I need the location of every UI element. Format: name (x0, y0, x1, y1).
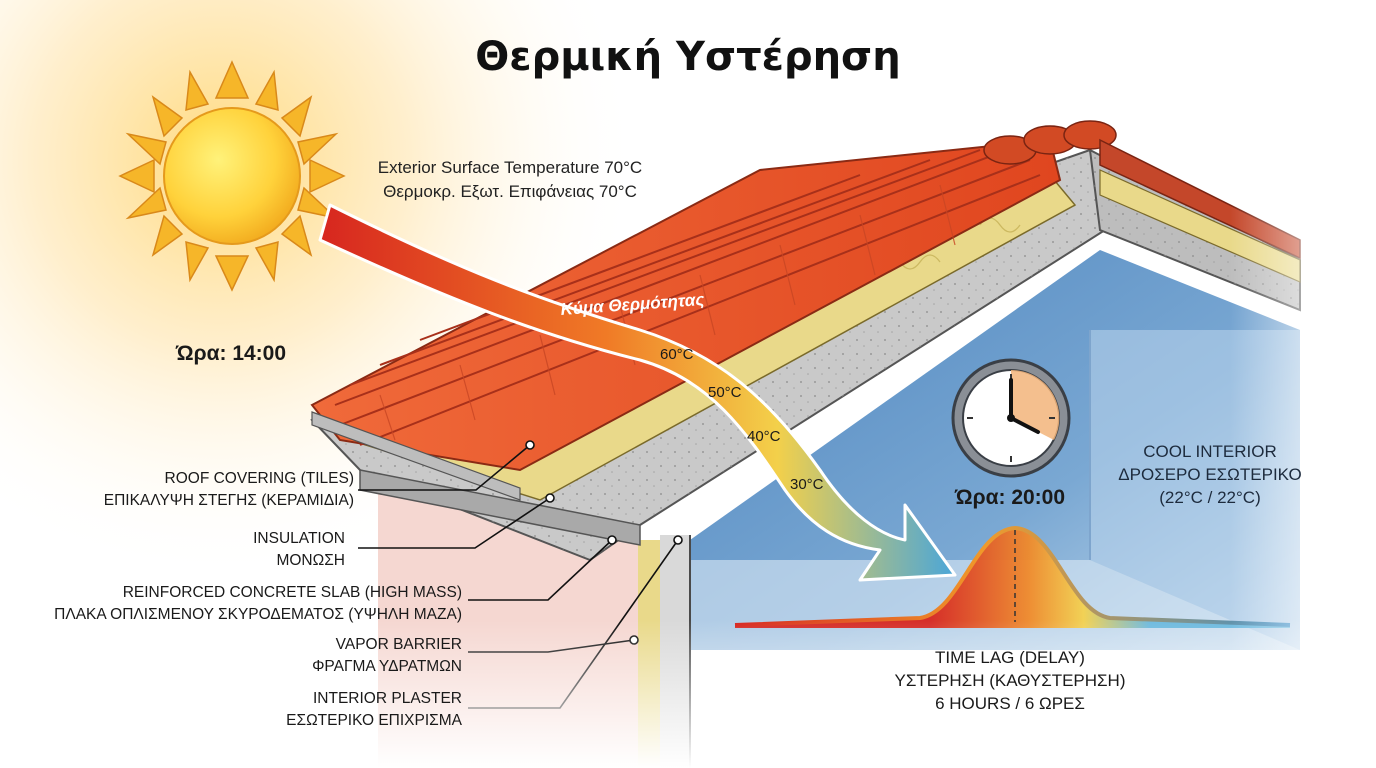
exterior-temperature-en: Exterior Surface Temperature 70°C (377, 158, 643, 177)
layer-label-gr: ΜΟΝΩΣΗ (276, 552, 345, 569)
layer-label-gr: ΕΣΩΤΕΡΙΚΟ ΕΠΙΧΡΙΣΜΑ (286, 712, 462, 729)
clock-icon (951, 358, 1071, 478)
layer-label-en: REINFORCED CONCRETE SLAB (HIGH MASS) (122, 584, 462, 601)
time-night-label: Ώρα: 20:00 (955, 486, 1066, 509)
page-title: Θερμική Υστέρηση (475, 34, 901, 80)
layer-label-gr: ΦΡΑΓΜΑ ΥΔΡΑΤΜΩΝ (312, 658, 462, 675)
layer-label-en: VAPOR BARRIER (335, 636, 462, 653)
layer-label-gr: ΠΛΑΚΑ ΟΠΛΙΣΜΕΝΟΥ ΣΚΥΡΟΔΕΜΑΤΟΣ (ΥΨΗΛΗ ΜΑΖ… (54, 606, 462, 623)
cool-interior-en: COOL INTERIOR (1143, 442, 1277, 461)
layer-label-insulation: INSULATION ΜΟΝΩΣΗ (253, 528, 345, 572)
cool-interior-label: COOL INTERIOR ΔΡΟΣΕΡΟ ΕΣΩΤΕΡΙΚΟ (22°C / … (1110, 440, 1310, 509)
time-lag-curve (734, 525, 1291, 628)
layer-label-en: INTERIOR PLASTER (313, 690, 462, 707)
wave-temp-30: 30°C (790, 476, 824, 493)
heat-wave-arrow (318, 203, 957, 582)
time-lag-en: TIME LAG (DELAY) (935, 648, 1085, 667)
exterior-temperature-label: Exterior Surface Temperature 70°C Θερμοκ… (330, 156, 690, 204)
cool-interior-temps: (22°C / 22°C) (1159, 488, 1261, 507)
time-day-label: Ώρα: 14:00 (176, 342, 287, 365)
wave-temp-50: 50°C (708, 384, 742, 401)
cool-interior-gr: ΔΡΟΣΕΡΟ ΕΣΩΤΕΡΙΚΟ (1118, 465, 1302, 484)
layer-label-roof-covering: ROOF COVERING (TILES) ΕΠΙΚΑΛΥΨΗ ΣΤΕΓΗΣ (… (104, 468, 354, 512)
layer-label-concrete-slab: REINFORCED CONCRETE SLAB (HIGH MASS) ΠΛΑ… (54, 582, 462, 626)
layer-label-vapor-barrier: VAPOR BARRIER ΦΡΑΓΜΑ ΥΔΡΑΤΜΩΝ (312, 634, 462, 678)
wave-temp-60: 60°C (660, 346, 694, 363)
time-lag-hours: 6 HOURS / 6 ΩΡΕΣ (935, 694, 1085, 713)
layer-label-en: ROOF COVERING (TILES) (164, 470, 354, 487)
wave-temp-40: 40°C (747, 428, 781, 445)
sun-icon (118, 60, 346, 292)
time-lag-label: TIME LAG (DELAY) ΥΣΤΕΡΗΣΗ (ΚΑΘΥΣΤΕΡΗΣΗ) … (870, 646, 1150, 715)
exterior-temperature-gr: Θερμοκρ. Εξωτ. Επιφάνειας 70°C (383, 182, 637, 201)
time-lag-gr: ΥΣΤΕΡΗΣΗ (ΚΑΘΥΣΤΕΡΗΣΗ) (894, 671, 1126, 690)
layer-label-en: INSULATION (253, 530, 345, 547)
layer-label-gr: ΕΠΙΚΑΛΥΨΗ ΣΤΕΓΗΣ (ΚΕΡΑΜΙΔΙΑ) (103, 492, 354, 509)
layer-label-interior-plaster: INTERIOR PLASTER ΕΣΩΤΕΡΙΚΟ ΕΠΙΧΡΙΣΜΑ (286, 688, 462, 732)
